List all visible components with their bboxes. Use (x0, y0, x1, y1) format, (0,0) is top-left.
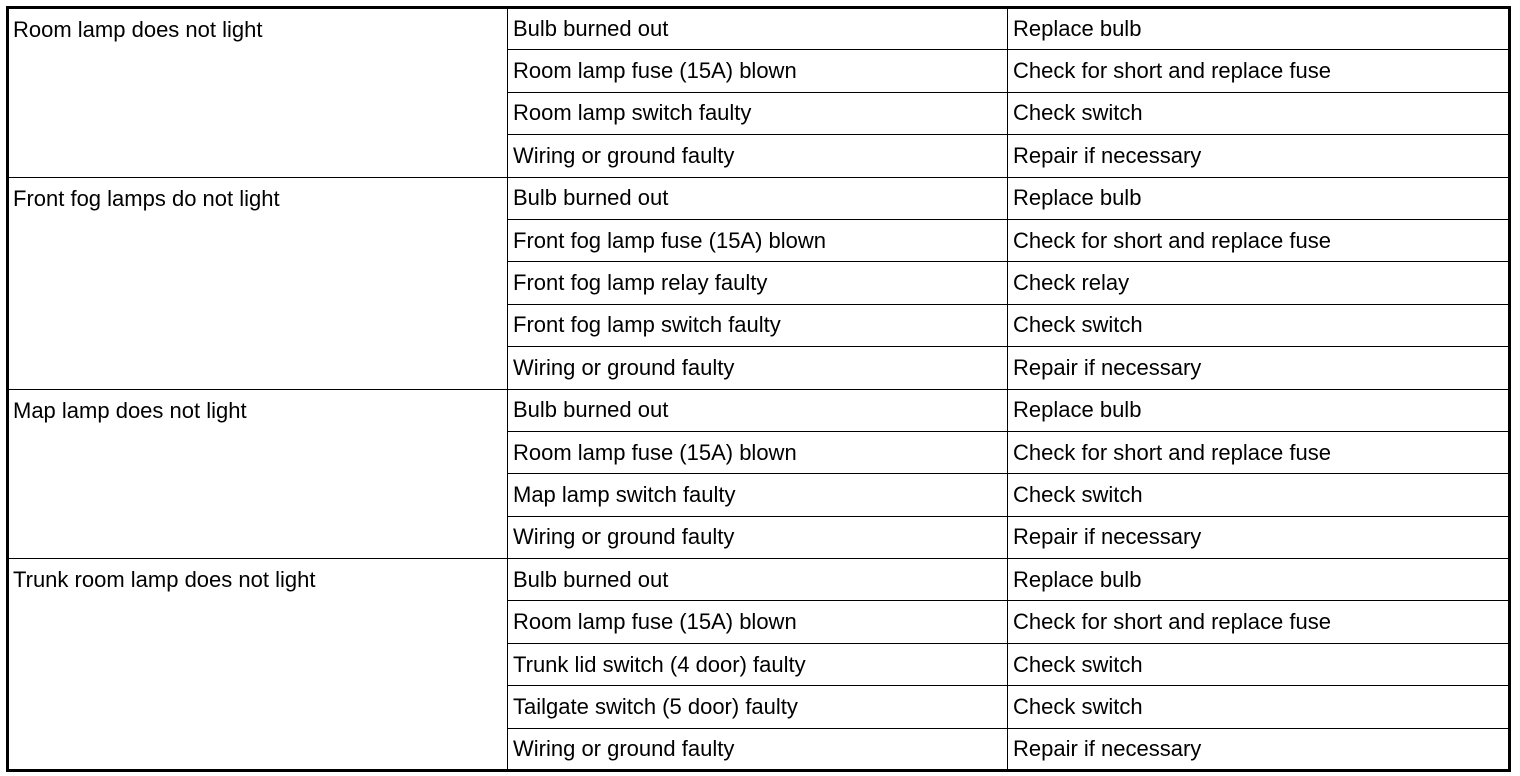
remedy-cell: Replace bulb (1007, 6, 1510, 51)
remedy-cell: Replace bulb (1007, 388, 1510, 432)
cause-cell: Bulb burned out (507, 388, 1008, 432)
cause-cell: Tailgate switch (5 door) faulty (507, 685, 1008, 729)
symptom-cell: Trunk room lamp does not light (7, 558, 508, 772)
remedy-cell: Check for short and replace fuse (1007, 430, 1510, 475)
symptom-cell: Room lamp does not light (7, 7, 508, 178)
cause-cell: Room lamp fuse (15A) blown (507, 430, 1008, 475)
remedy-cell: Replace bulb (1007, 176, 1510, 220)
remedy-cell: Replace bulb (1007, 558, 1510, 602)
remedy-cell: Repair if necessary (1007, 515, 1510, 560)
table-row: Trunk lid switch (4 door) faulty Check s… (8, 642, 1510, 687)
troubleshooting-table: Room lamp does not light Bulb burned out… (6, 6, 1511, 773)
cause-cell: Wiring or ground faulty (507, 727, 1008, 772)
table-row: Room lamp does not light Bulb burned out… (7, 6, 1510, 178)
table-row: Tailgate switch (5 door) faulty Check sw… (8, 685, 1510, 729)
cause-cell: Room lamp switch faulty (507, 91, 1008, 136)
cause-cell: Bulb burned out (507, 558, 1008, 602)
remedy-cell: Check for short and replace fuse (1007, 49, 1510, 93)
cause-cell: Room lamp fuse (15A) blown (507, 49, 1008, 93)
table-row: Room lamp fuse (15A) blown Check for sho… (8, 430, 1510, 475)
remedy-cell: Check switch (1007, 642, 1510, 687)
cause-cell: Room lamp fuse (15A) blown (507, 600, 1008, 644)
table-row: Front fog lamp relay faulty Check relay (8, 261, 1510, 305)
cause-cell: Map lamp switch faulty (507, 473, 1008, 517)
remedy-cell: Repair if necessary (1007, 727, 1510, 772)
table-row: Front fog lamp switch faulty Check switc… (8, 303, 1510, 348)
cause-cell: Front fog lamp fuse (15A) blown (507, 218, 1008, 263)
cause-cell: Front fog lamp switch faulty (507, 303, 1008, 348)
table-row: Room lamp fuse (15A) blown Check for sho… (8, 49, 1510, 93)
remedy-cell: Check switch (1007, 303, 1510, 348)
cause-cell: Front fog lamp relay faulty (507, 261, 1008, 305)
table-row: Wiring or ground faulty Repair if necess… (8, 515, 1510, 560)
cause-cell: Bulb burned out (507, 176, 1008, 220)
table-row: Map lamp does not light Bulb burned out … (7, 388, 1510, 560)
remedy-cell: Repair if necessary (1007, 134, 1510, 178)
remedy-cell: Check for short and replace fuse (1007, 600, 1510, 644)
cause-cell: Wiring or ground faulty (507, 515, 1008, 560)
cause-cell: Trunk lid switch (4 door) faulty (507, 642, 1008, 687)
remedy-cell: Check switch (1007, 473, 1510, 517)
remedy-cell: Repair if necessary (1007, 346, 1510, 390)
remedy-cell: Check for short and replace fuse (1007, 218, 1510, 263)
symptom-cell: Front fog lamps do not light (7, 176, 508, 390)
remedy-cell: Check switch (1007, 91, 1510, 136)
remedy-cell: Check switch (1007, 685, 1510, 729)
symptom-cell: Map lamp does not light (7, 388, 508, 560)
remedy-cell: Check relay (1007, 261, 1510, 305)
cause-cell: Bulb burned out (507, 6, 1008, 51)
table-body: Room lamp does not light Bulb burned out… (7, 6, 1510, 772)
table-row: Map lamp switch faulty Check switch (8, 473, 1510, 517)
table-row: Wiring or ground faulty Repair if necess… (8, 346, 1510, 390)
table-row: Trunk room lamp does not light Bulb burn… (7, 558, 1510, 772)
table-row: Room lamp fuse (15A) blown Check for sho… (8, 600, 1510, 644)
cause-cell: Wiring or ground faulty (507, 134, 1008, 178)
cause-cell: Wiring or ground faulty (507, 346, 1008, 390)
table-row: Wiring or ground faulty Repair if necess… (8, 727, 1510, 772)
table-row: Front fog lamps do not light Bulb burned… (7, 176, 1510, 390)
